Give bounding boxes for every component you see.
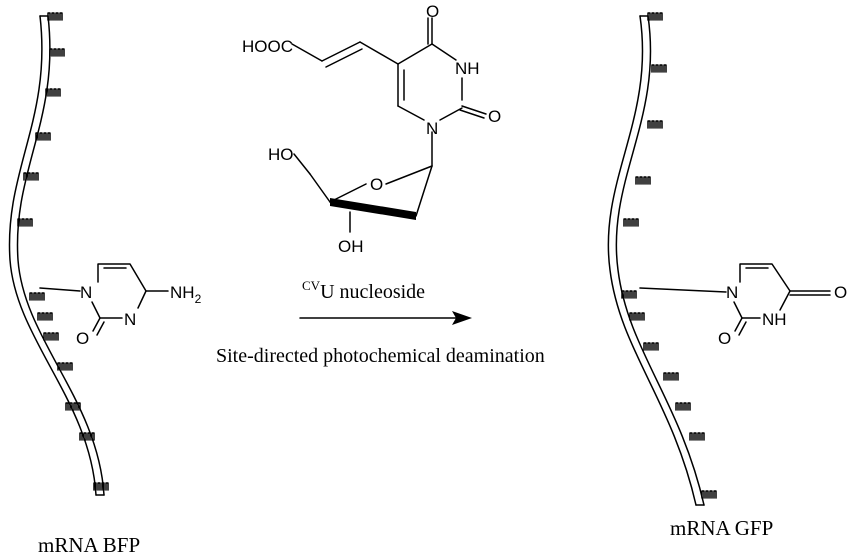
mrna-gfp-strand	[607, 12, 717, 506]
base-tick-group	[647, 12, 663, 21]
base-tick-group	[49, 48, 65, 57]
base-tick-group	[17, 218, 33, 227]
base-tick-group	[57, 362, 73, 371]
cytosine-n3: N	[124, 310, 136, 329]
amine-prefix: NH	[170, 283, 195, 302]
base-tick-group	[647, 120, 663, 129]
uridine-n1: N	[726, 283, 738, 302]
base-tick-group	[29, 292, 45, 301]
amine-subscript: 2	[195, 292, 202, 306]
reagent-n1: N	[426, 119, 438, 138]
base-tick-group	[689, 432, 705, 441]
base-tick-group	[701, 490, 717, 499]
reagent-o4: O	[426, 2, 439, 21]
reagent-label: CVU nucleoside	[302, 278, 425, 303]
base-tick-group	[37, 312, 53, 321]
base-tick-group	[621, 290, 637, 299]
base-tick-group	[635, 176, 651, 185]
base-tick-group	[65, 402, 81, 411]
base-tick-group	[93, 482, 109, 491]
reagent-o2: O	[488, 107, 501, 126]
uridine-o4: O	[834, 283, 847, 302]
reagent-nh: NH	[455, 59, 480, 78]
base-tick-group	[651, 64, 667, 73]
base-tick-group	[23, 172, 39, 181]
reagent-ho5: HO	[268, 145, 294, 164]
label-mrna-gfp: mRNA GFP	[670, 516, 773, 540]
base-tick-group	[79, 432, 95, 441]
uridine-o2: O	[718, 329, 731, 348]
base-tick-group	[45, 88, 61, 97]
base-tick-group	[43, 332, 59, 341]
reagent-acid: HOOC	[242, 37, 293, 56]
reagent-ring-o: O	[370, 175, 383, 194]
cytosine-n1: N	[80, 283, 92, 302]
base-tick-group	[629, 312, 645, 321]
reagent-superscript: CV	[302, 278, 321, 293]
base-tick-group	[623, 218, 639, 227]
uridine-base: N NH O O	[639, 263, 847, 348]
base-tick-group	[643, 342, 659, 351]
reagent-oh3: OH	[338, 237, 364, 256]
cvu-nucleoside-structure: HOOC O NH O N O HO OH	[242, 2, 501, 256]
cytosine-oxo: O	[76, 329, 89, 348]
reagent-name: U nucleoside	[320, 281, 425, 303]
base-tick-group	[47, 12, 63, 21]
cytosine-amine: NH2	[170, 283, 202, 306]
cytosine-base: N N O NH2	[39, 263, 202, 348]
base-ticks-left	[17, 12, 109, 491]
base-tick-group	[663, 372, 679, 381]
base-tick-group	[35, 132, 51, 141]
condition-label: Site-directed photochemical deamination	[216, 345, 545, 367]
label-mrna-bfp: mRNA BFP	[38, 533, 140, 557]
base-ticks-right	[621, 12, 717, 499]
uridine-nh: NH	[762, 310, 787, 329]
mrna-bfp-strand	[8, 12, 109, 496]
reaction-arrow	[299, 311, 472, 325]
base-tick-group	[675, 402, 691, 411]
